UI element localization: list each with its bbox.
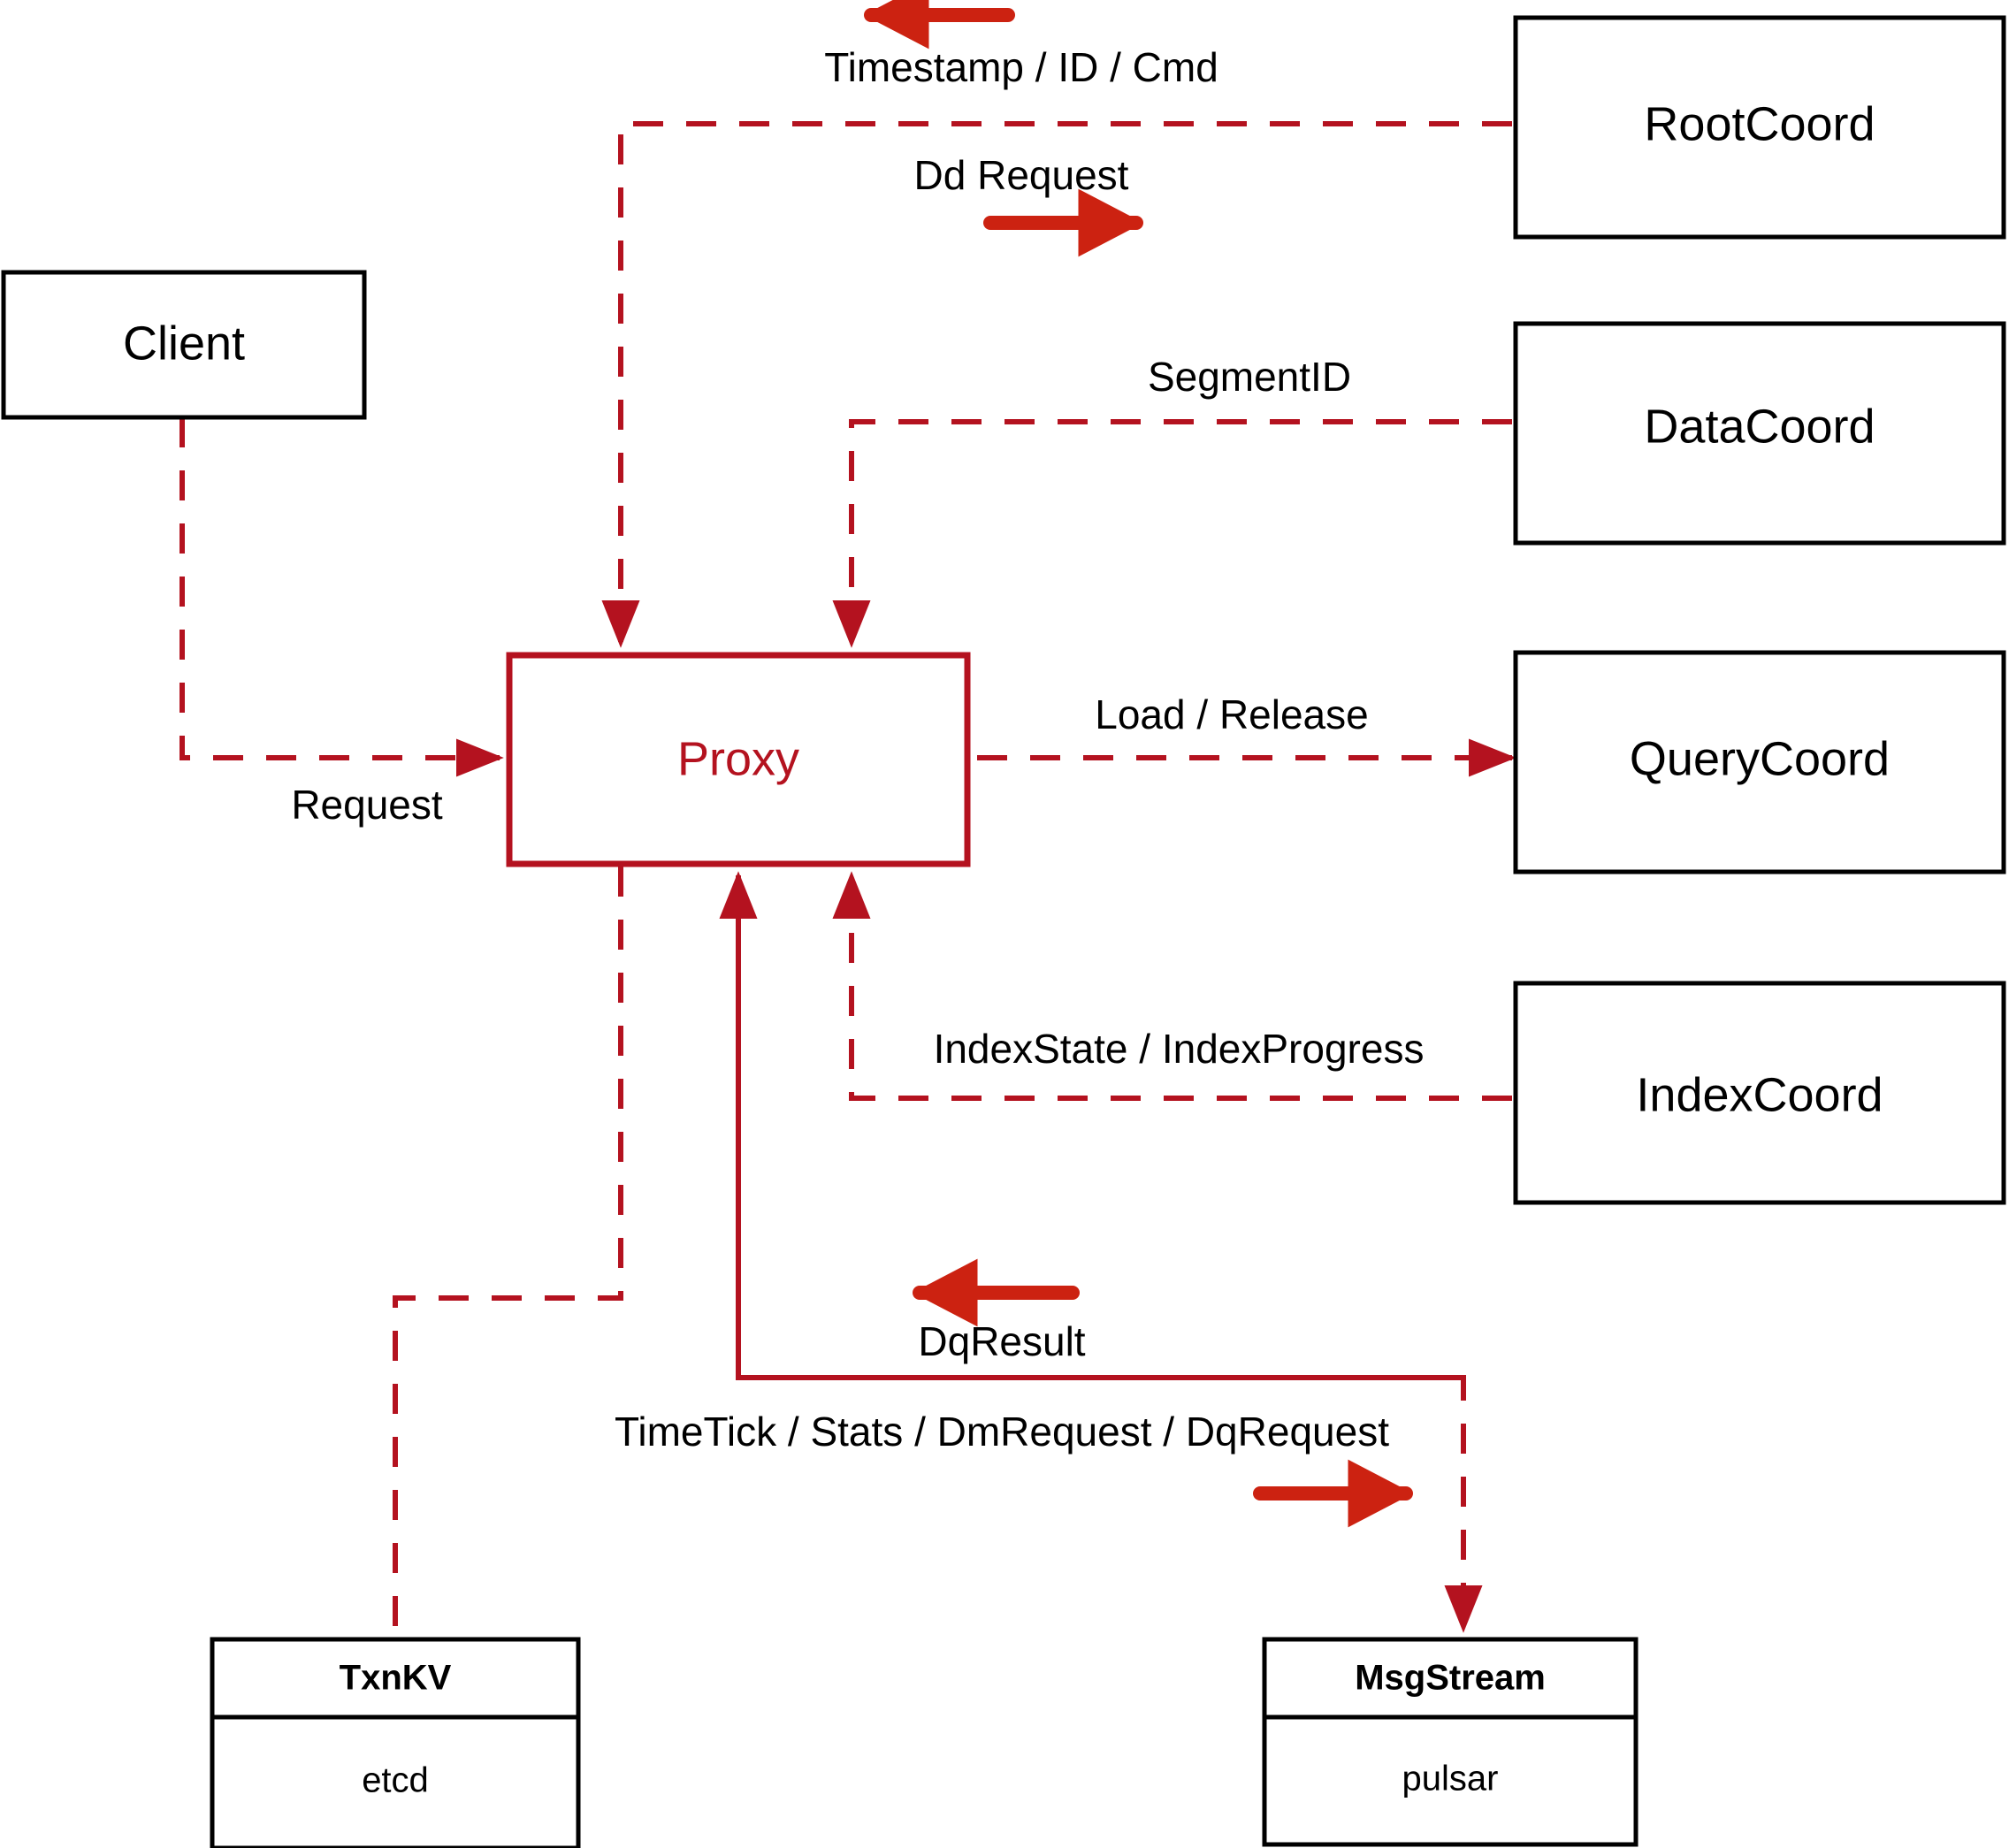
edge-label-dd-request: Dd Request xyxy=(914,152,1129,198)
edge-path-segment-id xyxy=(832,419,1512,648)
node-proxy-box xyxy=(506,652,971,867)
node-data-coord-box xyxy=(1513,321,2006,546)
node-txnkv-box xyxy=(210,1637,581,1848)
node-client-box xyxy=(1,270,367,420)
node-root-coord-label: RootCoord xyxy=(1644,97,1875,150)
node-data-coord-label: DataCoord xyxy=(1644,400,1875,453)
node-proxy-label: Proxy xyxy=(677,732,799,785)
edge-label-timetick-stats: TimeTick / Stats / DmRequest / DqRequest xyxy=(615,1409,1389,1455)
edge-label-index-state: IndexState / IndexProgress xyxy=(934,1026,1425,1072)
node-index-coord[interactable]: IndexCoord xyxy=(1513,981,2006,1205)
edge-label-segment-id: SegmentID xyxy=(1148,354,1351,400)
node-root-coord[interactable]: RootCoord xyxy=(1513,15,2006,240)
edge-path-request xyxy=(180,417,504,777)
node-msgstream-label: MsgStream xyxy=(1355,1659,1546,1698)
node-txnkv-impl-label: etcd xyxy=(362,1761,429,1800)
node-query-coord[interactable]: QueryCoord xyxy=(1513,650,2006,874)
node-data-coord[interactable]: DataCoord xyxy=(1513,321,2006,546)
node-root-coord-box xyxy=(1513,15,2006,240)
node-msgstream-impl-label: pulsar xyxy=(1402,1760,1499,1798)
node-proxy[interactable]: Proxy xyxy=(506,652,971,867)
edge-path-txnkv-link xyxy=(393,867,623,1638)
node-client-label: Client xyxy=(123,317,245,370)
node-txnkv-label: TxnKV xyxy=(340,1659,452,1698)
node-query-coord-label: QueryCoord xyxy=(1630,732,1890,785)
node-msgstream-box xyxy=(1262,1637,1639,1847)
edge-label-request: Request xyxy=(291,782,443,828)
edge-path-timestamp-id-cmd xyxy=(601,121,1512,648)
node-query-coord-box xyxy=(1513,650,2006,874)
node-index-coord-box xyxy=(1513,981,2006,1205)
edge-path-dq-result xyxy=(719,871,1463,1380)
node-txnkv[interactable]: TxnKV etcd xyxy=(210,1637,581,1848)
edge-label-dq-result: DqResult xyxy=(918,1318,1085,1364)
node-msgstream[interactable]: MsgStream pulsar xyxy=(1262,1637,1639,1847)
edge-path-index-state xyxy=(832,871,1512,1101)
edge-label-timestamp-id-cmd: Timestamp / ID / Cmd xyxy=(824,44,1218,90)
edge-path-timetick-stats xyxy=(736,875,1483,1633)
node-index-coord-label: IndexCoord xyxy=(1636,1068,1883,1121)
edge-label-load-release: Load / Release xyxy=(1095,691,1368,737)
node-client[interactable]: Client xyxy=(1,270,367,420)
